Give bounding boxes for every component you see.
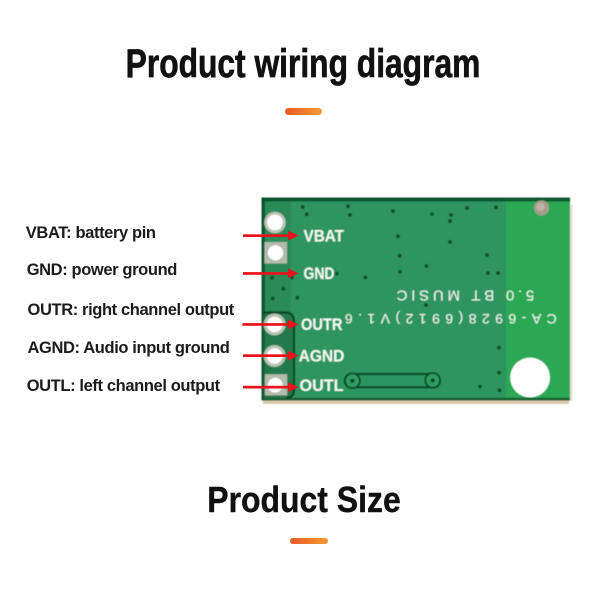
svg-text:OUTL: OUTL xyxy=(300,376,344,395)
svg-text:OUTR: OUTR xyxy=(301,315,343,334)
svg-text:GND: GND xyxy=(304,264,335,283)
svg-text:AGND: AGND xyxy=(299,347,345,366)
svg-text:CA-6928(6912)V1.6: CA-6928(6912)V1.6 xyxy=(345,311,557,327)
svg-text:VBAT: VBAT xyxy=(304,227,345,246)
